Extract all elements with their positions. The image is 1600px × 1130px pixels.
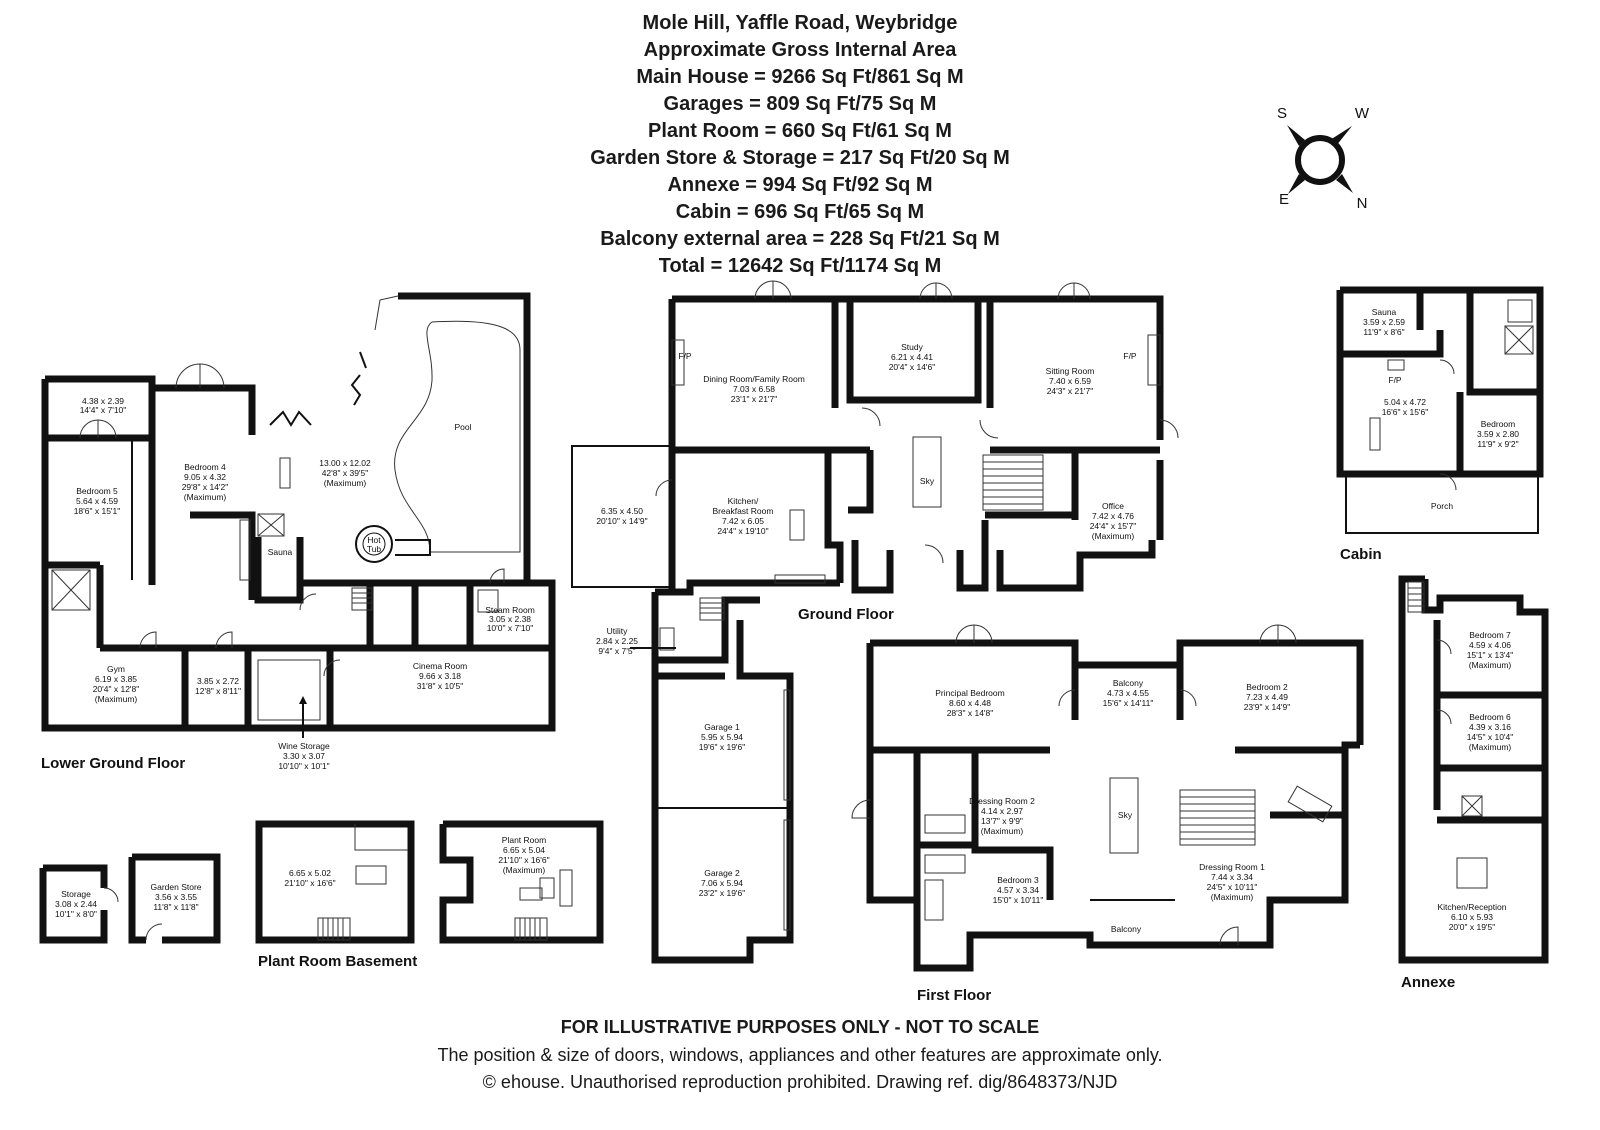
svg-text:F/P: F/P — [678, 351, 692, 361]
area-balcony: Balcony external area = 228 Sq Ft/21 Sq … — [600, 228, 1000, 250]
svg-text:F/P: F/P — [1388, 375, 1402, 385]
plant-room-basement — [255, 820, 604, 944]
compass-arrow-e — [1288, 174, 1305, 194]
compass-s: S — [1277, 105, 1287, 122]
area-garages: Garages = 809 Sq Ft/75 Sq M — [663, 93, 937, 115]
ff-stairs — [1179, 789, 1256, 846]
title-first: First Floor — [917, 987, 991, 1004]
utility-stairs — [699, 597, 725, 621]
title-lower-ground: Lower Ground Floor — [41, 755, 185, 772]
footer-disclaimer: FOR ILLUSTRATIVE PURPOSES ONLY - NOT TO … — [560, 1017, 1040, 1037]
ground-floor — [571, 280, 1179, 964]
compass-arrow-n — [1336, 174, 1353, 193]
footer-copyright: © ehouse. Unauthorised reproduction proh… — [482, 1072, 1118, 1092]
label-porch: Porch — [1431, 501, 1453, 511]
property-title: Mole Hill, Yaffle Road, Weybridge — [642, 12, 958, 34]
label-pool: Pool — [454, 422, 471, 432]
area-total: Total = 12642 Sq Ft/1174 Sq M — [658, 255, 942, 277]
storage-buildings — [39, 853, 221, 944]
lg-stairs — [351, 587, 373, 611]
compass: S W E N — [1277, 105, 1370, 212]
lower-ground-floor — [41, 292, 556, 738]
compass-w: W — [1355, 105, 1370, 122]
area-cabin: Cabin = 696 Sq Ft/65 Sq M — [675, 201, 925, 223]
area-garden-store: Garden Store & Storage = 217 Sq Ft/20 Sq… — [590, 147, 1010, 169]
label-gf-sky: Sky — [920, 476, 935, 486]
compass-arrow-s — [1287, 125, 1305, 146]
gf-stairs — [982, 454, 1044, 511]
title-cabin: Cabin — [1340, 546, 1382, 563]
area-heading: Approximate Gross Internal Area — [643, 39, 957, 61]
label-ff-sky: Sky — [1118, 810, 1133, 820]
area-annexe: Annexe = 994 Sq Ft/92 Sq M — [667, 174, 933, 196]
area-main-house: Main House = 9266 Sq Ft/861 Sq M — [636, 66, 964, 88]
cabin — [1336, 286, 1544, 534]
header-block: Mole Hill, Yaffle Road, Weybridge Approx… — [0, 10, 1600, 280]
compass-e: E — [1279, 191, 1289, 208]
title-annexe: Annexe — [1401, 974, 1455, 991]
title-ground: Ground Floor — [798, 606, 894, 623]
label-sauna: Sauna — [268, 547, 293, 557]
annexe — [1398, 575, 1549, 964]
label-balcony2: Balcony — [1111, 924, 1142, 934]
compass-n: N — [1357, 195, 1368, 212]
first-floor — [851, 624, 1364, 972]
area-plant-room: Plant Room = 660 Sq Ft/61 Sq M — [648, 120, 952, 142]
annexe-stairs — [1407, 581, 1425, 613]
compass-arrow-w — [1330, 126, 1352, 146]
svg-text:F/P: F/P — [1123, 351, 1137, 361]
title-plant-basement: Plant Room Basement — [258, 953, 417, 970]
footer-note: The position & size of doors, windows, a… — [437, 1045, 1163, 1065]
